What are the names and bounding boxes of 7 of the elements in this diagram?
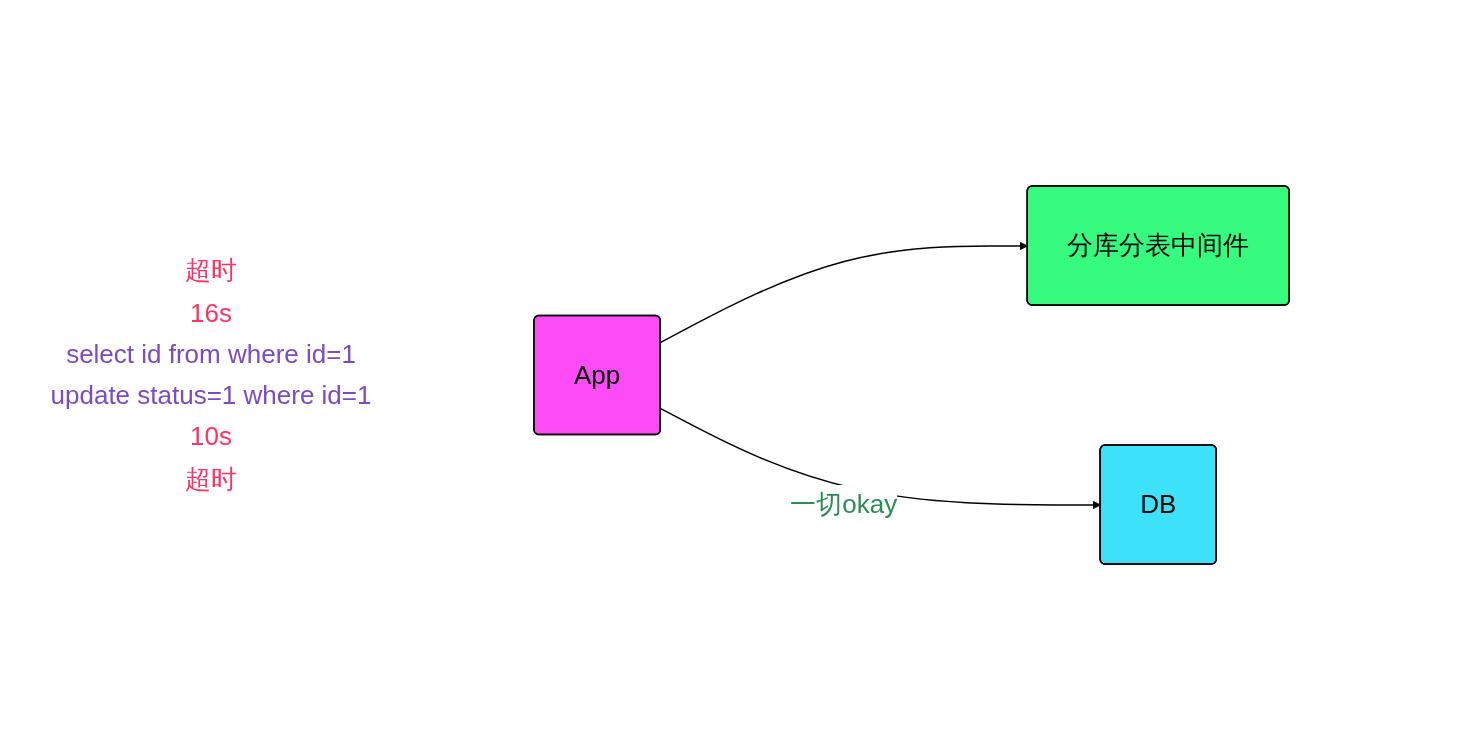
note-text: 10s: [190, 421, 232, 452]
note-text: update status=1 where id=1: [50, 380, 372, 411]
note-text: 16s: [190, 298, 232, 329]
edge-label: 一切okay: [790, 489, 898, 519]
note-text: select id from where id=1: [66, 339, 356, 370]
note-text: 超时: [185, 463, 237, 496]
note-text: 超时: [185, 254, 237, 287]
